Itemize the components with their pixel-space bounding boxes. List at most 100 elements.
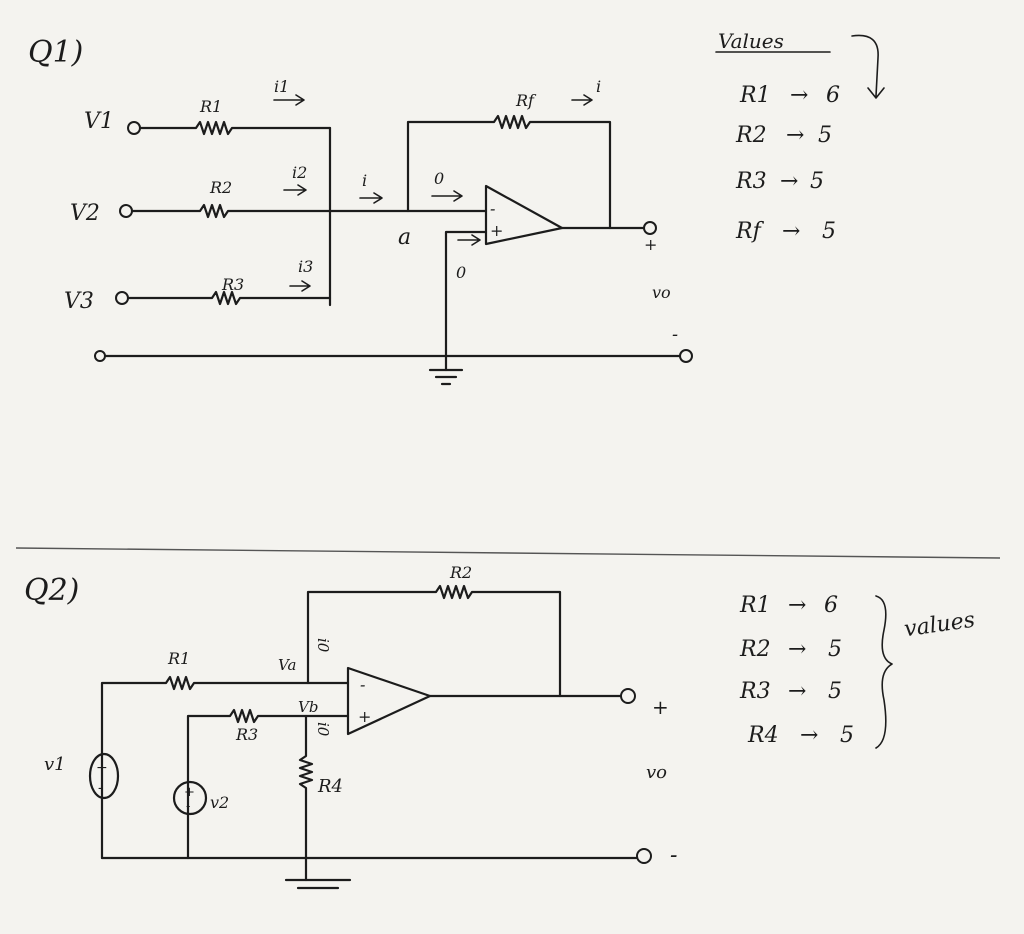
q2-values-brace [875, 595, 893, 749]
r4-wire [298, 714, 314, 882]
q1-title: Q1) [28, 35, 83, 70]
q2-value-number: 5 [828, 679, 842, 704]
i2-arrow [283, 184, 307, 196]
r3-label: R3 [221, 275, 244, 294]
q2-opamp-minus: - [360, 675, 365, 694]
q1-opamp-plus: + [490, 221, 503, 240]
v2-label: V2 [70, 201, 100, 226]
v1-label: v1 [44, 754, 66, 775]
i3-arrow [289, 280, 311, 292]
q2-opamp-plus: + [358, 707, 371, 726]
v1-minus-sign: - [98, 780, 103, 796]
q1-opamp-minus: - [490, 199, 495, 218]
i1-arrow [273, 94, 305, 106]
i3-label: i3 [298, 257, 313, 276]
q1-value-number: 6 [826, 83, 840, 108]
q1-value-number: 5 [810, 169, 824, 194]
r2-label: R2 [209, 178, 232, 197]
q1-ground-symbol [428, 368, 464, 386]
v2-label: v2 [210, 793, 229, 812]
q1-circuit: Q1) V1 V2 V3 R1 R2 R3 a i1 i2 i3 i 0 0 [28, 29, 885, 386]
q1-value-arrow: → [782, 219, 800, 244]
i2-label: i2 [292, 163, 307, 182]
q2-feedback-loop [306, 584, 562, 698]
q2-value-arrow: → [788, 637, 806, 662]
r1-label: R1 [199, 97, 222, 116]
q2-values-list: R1 → 6 R2 → 5 R3 → 5 R4 → 5 [739, 593, 854, 748]
q2-title: Q2) [24, 573, 79, 608]
v3-terminal [115, 291, 129, 305]
v2-terminal [119, 204, 133, 218]
q2-output-plus: + [652, 695, 669, 719]
feedback-loop [406, 114, 612, 230]
noninv-current-arrow [457, 234, 481, 246]
q2-value-name: R1 [739, 593, 771, 618]
v1-source [88, 752, 120, 800]
q1-values-arrow-icon [851, 34, 885, 99]
q2-r4-label: R4 [317, 776, 343, 797]
q2-noninv-current-label: i0 [314, 722, 332, 737]
q1-opamp [484, 184, 564, 246]
q1-ground-out-terminal [679, 349, 693, 363]
v3-label: V3 [64, 289, 94, 314]
q1-value-name: Rf [735, 219, 765, 244]
q2-value-number: 5 [828, 637, 842, 662]
q2-r3-label: R3 [235, 725, 258, 744]
v1-plus-sign: + [96, 760, 108, 776]
q1-values-title: Values [718, 29, 784, 53]
inv-current-label: 0 [434, 169, 444, 188]
q1-output-terminal [643, 221, 657, 235]
vb-label: Vb [298, 698, 318, 716]
r1-wire [138, 120, 332, 136]
node-a-label: a [398, 225, 411, 250]
rf-label: Rf [515, 91, 537, 110]
q2-values-title: values [903, 608, 977, 643]
q2-value-arrow: → [788, 679, 806, 704]
q2-r1-label: R1 [167, 649, 190, 668]
q2-value-number: 5 [840, 723, 854, 748]
q2-output-terminal [620, 688, 636, 704]
q1-value-arrow: → [786, 123, 804, 148]
v1-label: V1 [84, 109, 114, 134]
q2-inv-current-label: i0 [314, 638, 332, 653]
v1-terminal [127, 121, 141, 135]
v2-minus-sign: - [186, 799, 190, 814]
q2-value-arrow: → [788, 593, 806, 618]
q2-circuit: Q2) R1 + - v1 R3 + - v2 R4 Va Vb i0 i0 R… [24, 563, 977, 890]
i-arrow [359, 192, 383, 204]
v2-source [172, 780, 208, 816]
q2-value-number: 6 [824, 593, 838, 618]
q1-value-number: 5 [818, 123, 832, 148]
q2-opamp [346, 666, 432, 736]
rf-current-label: i [596, 77, 601, 96]
q2-r2-label: R2 [449, 563, 472, 582]
q2-ground-out-terminal [636, 848, 652, 864]
section-divider [15, 547, 1001, 559]
q2-value-name: R4 [747, 723, 779, 748]
r2-wire [130, 203, 332, 219]
q2-value-arrow: → [800, 723, 818, 748]
q1-output-plus: + [644, 235, 657, 254]
q1-value-number: 5 [822, 219, 836, 244]
q1-value-name: R3 [735, 169, 767, 194]
r3-wire [126, 290, 332, 306]
i1-label: i1 [274, 77, 289, 96]
q1-value-name: R1 [739, 83, 771, 108]
q2-value-name: R2 [739, 637, 771, 662]
inv-current-arrow [431, 190, 463, 202]
q1-value-name: R2 [735, 123, 767, 148]
v2-plus-sign: + [184, 785, 195, 800]
va-label: Va [278, 656, 296, 674]
q1-values-list: R1 → 6 R2 → 5 R3 → 5 Rf → 5 [735, 83, 840, 244]
q1-value-arrow: → [780, 169, 798, 194]
q2-value-name: R3 [739, 679, 771, 704]
noninv-current-label: 0 [456, 263, 466, 282]
q2-output-minus: - [670, 843, 677, 868]
noninv-ground-wire [444, 230, 488, 372]
q2-output-label: vo [646, 762, 667, 783]
r3-wire [186, 708, 350, 860]
q1-value-arrow: → [790, 83, 808, 108]
q1-output-minus: - [672, 324, 678, 345]
